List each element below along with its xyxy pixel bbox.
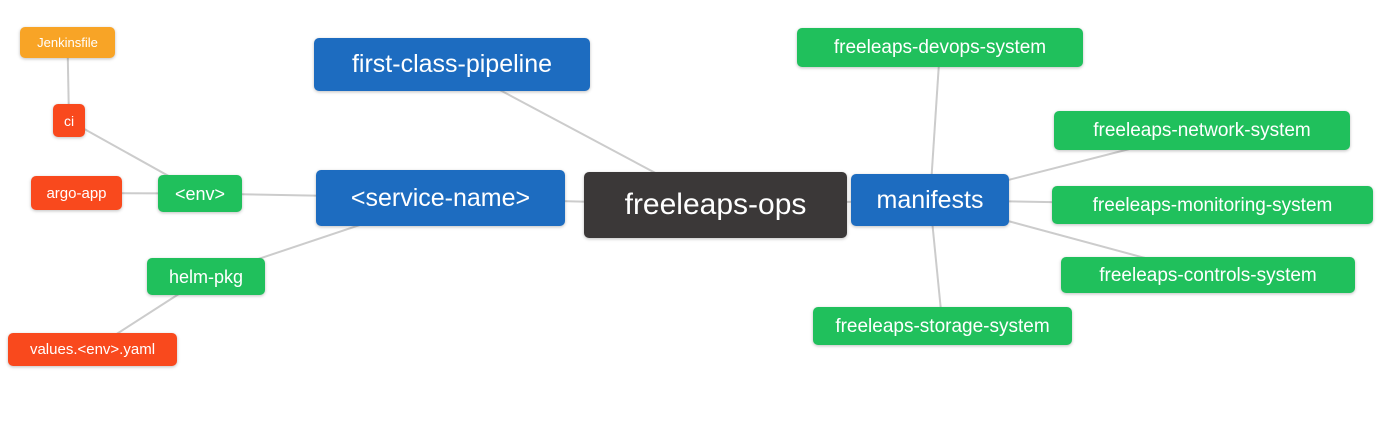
node-argo-app[interactable]: argo-app — [31, 176, 122, 210]
node-jenkinsfile[interactable]: Jenkinsfile — [20, 27, 115, 58]
node-helm-pkg[interactable]: helm-pkg — [147, 258, 265, 295]
node-values-env-yaml[interactable]: values.<env>.yaml — [8, 333, 177, 366]
node-freeleaps-network-system[interactable]: freeleaps-network-system — [1054, 111, 1350, 150]
node-first-class-pipeline[interactable]: first-class-pipeline — [314, 38, 590, 91]
node-freeleaps-storage-system[interactable]: freeleaps-storage-system — [813, 307, 1072, 345]
node-freeleaps-ops[interactable]: freeleaps-ops — [584, 172, 847, 238]
node-freeleaps-monitoring-system[interactable]: freeleaps-monitoring-system — [1052, 186, 1373, 224]
node-freeleaps-devops-system[interactable]: freeleaps-devops-system — [797, 28, 1083, 67]
node-freeleaps-controls-system[interactable]: freeleaps-controls-system — [1061, 257, 1355, 293]
node-manifests[interactable]: manifests — [851, 174, 1009, 226]
node-env[interactable]: <env> — [158, 175, 242, 212]
node-service-name[interactable]: <service-name> — [316, 170, 565, 226]
node-ci[interactable]: ci — [53, 104, 85, 137]
